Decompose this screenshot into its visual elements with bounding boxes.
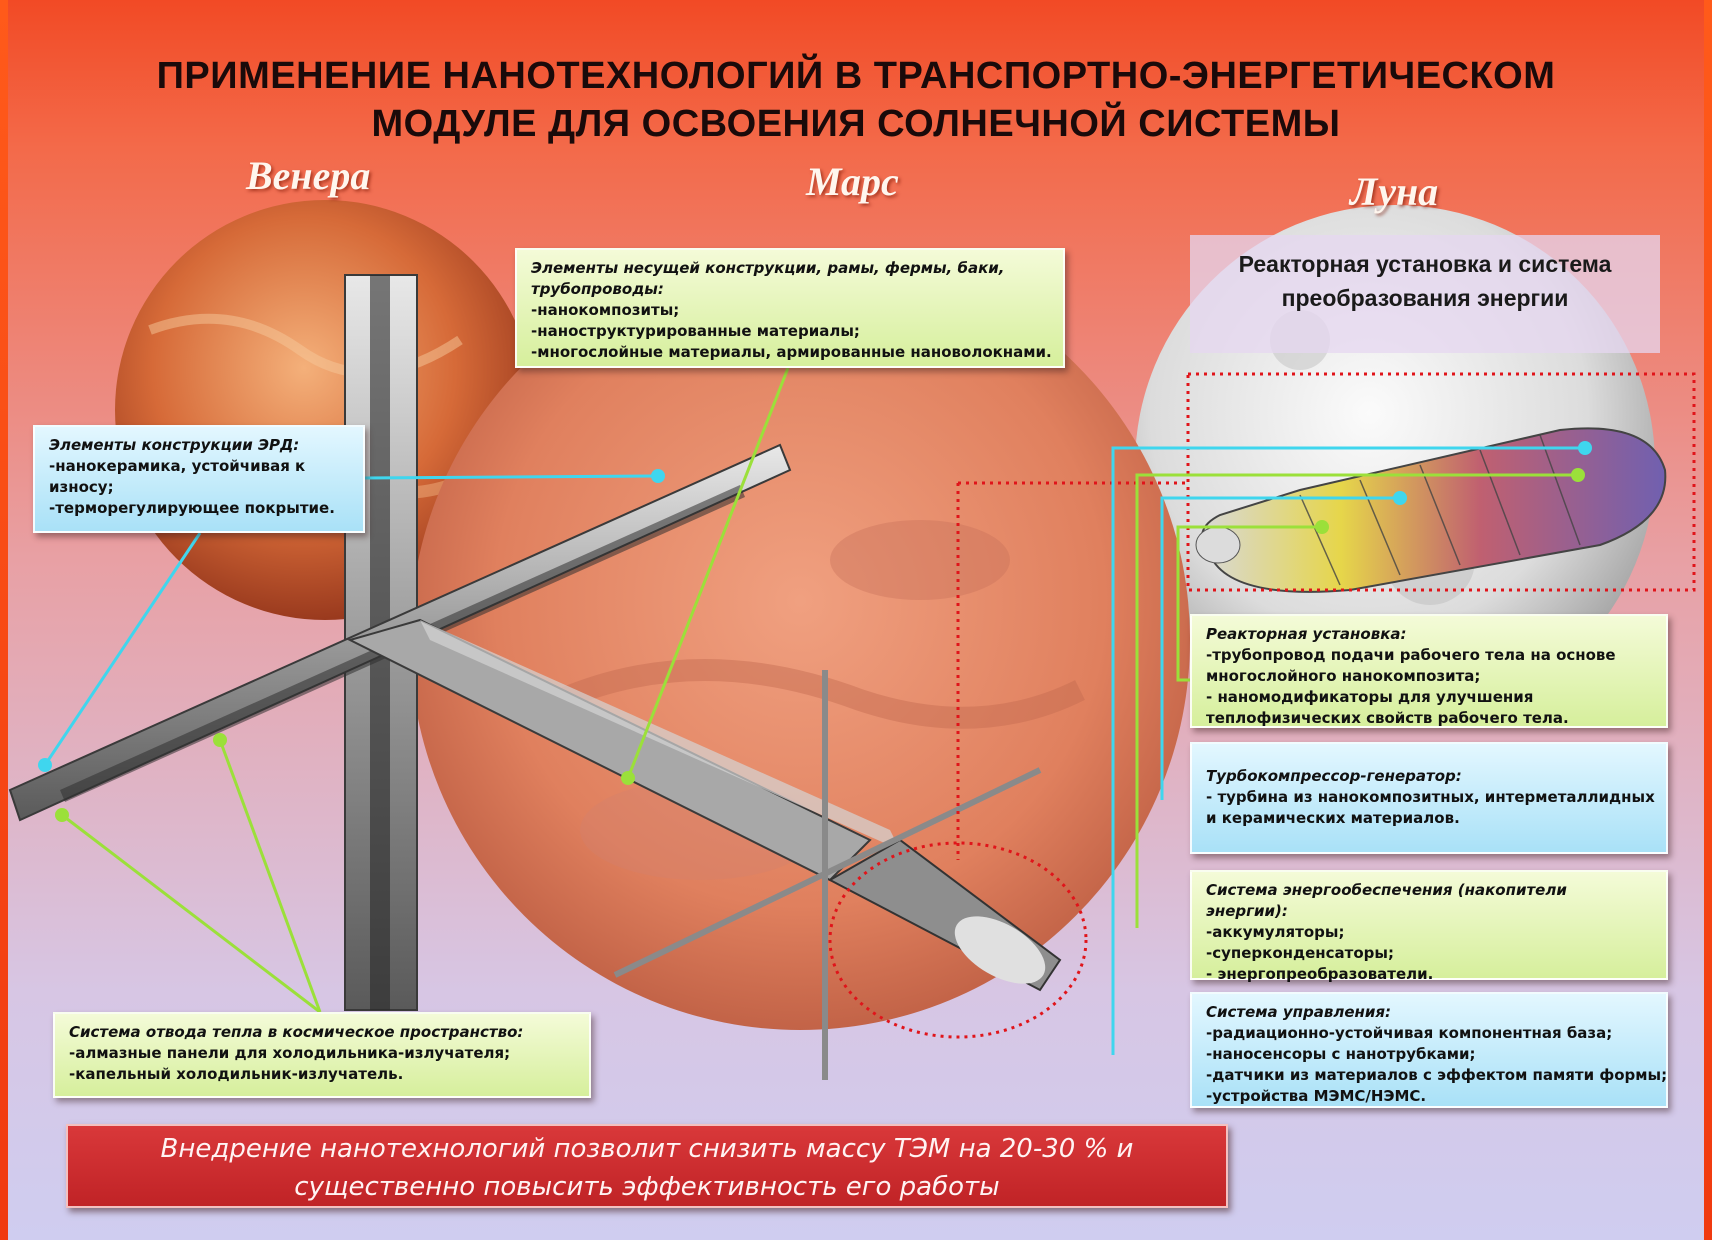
- erd-callout: Элементы конструкции ЭРД: -нанокерамика,…: [33, 425, 365, 533]
- banner-line-1: Внедрение нанотехнологий позволит снизит…: [160, 1134, 1134, 1164]
- right-border: [1704, 0, 1712, 1240]
- mars-label: Марс: [806, 159, 899, 204]
- conclusion-banner: Внедрение нанотехнологий позволит снизит…: [66, 1124, 1228, 1208]
- reactor-callout: Реакторная установка: -трубопровод подач…: [1190, 614, 1668, 728]
- structure-line: -многослойные материалы, армированные на…: [531, 343, 1052, 361]
- reactor-line: - наномодификаторы для улучшения: [1206, 688, 1534, 706]
- energy-line: -суперконденсаторы;: [1206, 944, 1394, 962]
- reactor-heading: Реакторная установка:: [1206, 625, 1407, 643]
- left-border: [0, 0, 8, 1240]
- reactor-highlight-frame: [1186, 372, 1696, 592]
- turbo-heading: Турбокомпрессор-генератор:: [1206, 767, 1462, 785]
- turbo-line: - турбина из нанокомпозитных, интерметал…: [1206, 788, 1655, 806]
- energy-line: -аккумуляторы;: [1206, 923, 1345, 941]
- reactor-line: -трубопровод подачи рабочего тела на осн…: [1206, 646, 1616, 664]
- reactor-panel-line-1: Реакторная установка и система: [1238, 251, 1612, 277]
- control-line: -датчики из материалов с эффектом памяти…: [1206, 1066, 1668, 1084]
- heat-line: -капельный холодильник-излучатель.: [69, 1065, 404, 1083]
- structure-line: -нанокомпозиты;: [531, 301, 680, 319]
- reactor-module: [1195, 427, 1667, 593]
- green-leaders: [61, 367, 1578, 1014]
- structure-heading-2: трубопроводы:: [531, 280, 664, 298]
- erd-heading: Элементы конструкции ЭРД:: [49, 436, 300, 454]
- heat-line: -алмазные панели для холодильника-излуча…: [69, 1044, 511, 1062]
- title-line-2: МОДУЛЕ ДЛЯ ОСВОЕНИЯ СОЛНЕЧНОЙ СИСТЕМЫ: [371, 103, 1341, 145]
- structure-callout: Элементы несущей конструкции, рамы, ферм…: [515, 248, 1065, 368]
- reactor-panel-line-2: преобразования энергии: [1281, 285, 1569, 311]
- energy-callout: Система энергообеспечения (накопители эн…: [1190, 870, 1668, 983]
- main-truss: [347, 618, 872, 882]
- reactor-line: многослойного нанокомпозита;: [1206, 667, 1481, 685]
- reactor-line: теплофизических свойств рабочего тела.: [1206, 709, 1569, 727]
- cyan-leaders: [43, 446, 1585, 1055]
- control-heading: Система управления:: [1206, 1003, 1392, 1021]
- structure-line: -наноструктурированные материалы;: [531, 322, 860, 340]
- title-line-1: ПРИМЕНЕНИЕ НАНОТЕХНОЛОГИЙ В ТРАНСПОРТНО-…: [156, 55, 1556, 97]
- energy-line: - энергопреобразователи.: [1206, 965, 1434, 983]
- erd-line: износу;: [49, 478, 114, 496]
- banner-line-2: существенно повысить эффективность его р…: [294, 1172, 1000, 1202]
- moon-label: Луна: [1350, 169, 1439, 214]
- energy-heading: Система энергообеспечения (накопители эн…: [1206, 881, 1567, 920]
- mars-planet: [410, 250, 1190, 1030]
- heat-heading: Система отвода тепла в космическое прост…: [69, 1023, 524, 1041]
- engine-highlight-ellipse: [828, 841, 1088, 1039]
- turbo-line: и керамических материалов.: [1206, 809, 1460, 827]
- structure-heading: Элементы несущей конструкции, рамы, ферм…: [531, 259, 1005, 277]
- page-title: ПРИМЕНЕНИЕ НАНОТЕХНОЛОГИЙ В ТРАНСПОРТНО-…: [40, 52, 1672, 148]
- reactor-panel-title: Реакторная установка и система преобразо…: [1190, 235, 1660, 353]
- turbo-callout: Турбокомпрессор-генератор: - турбина из …: [1190, 742, 1668, 854]
- control-line: -устройства МЭМС/НЭМС.: [1206, 1087, 1427, 1105]
- heat-rejection-callout: Система отвода тепла в космическое прост…: [53, 1012, 591, 1098]
- erd-line: -нанокерамика, устойчивая к: [49, 457, 306, 475]
- control-line: -радиационно-устойчивая компонентная баз…: [1206, 1024, 1613, 1042]
- control-callout: Система управления: -радиационно-устойчи…: [1190, 992, 1668, 1108]
- venus-label: Венера: [246, 153, 371, 198]
- erd-line: -терморегулирующее покрытие.: [49, 499, 335, 517]
- control-line: -наносенсоры с нанотрубками;: [1206, 1045, 1476, 1063]
